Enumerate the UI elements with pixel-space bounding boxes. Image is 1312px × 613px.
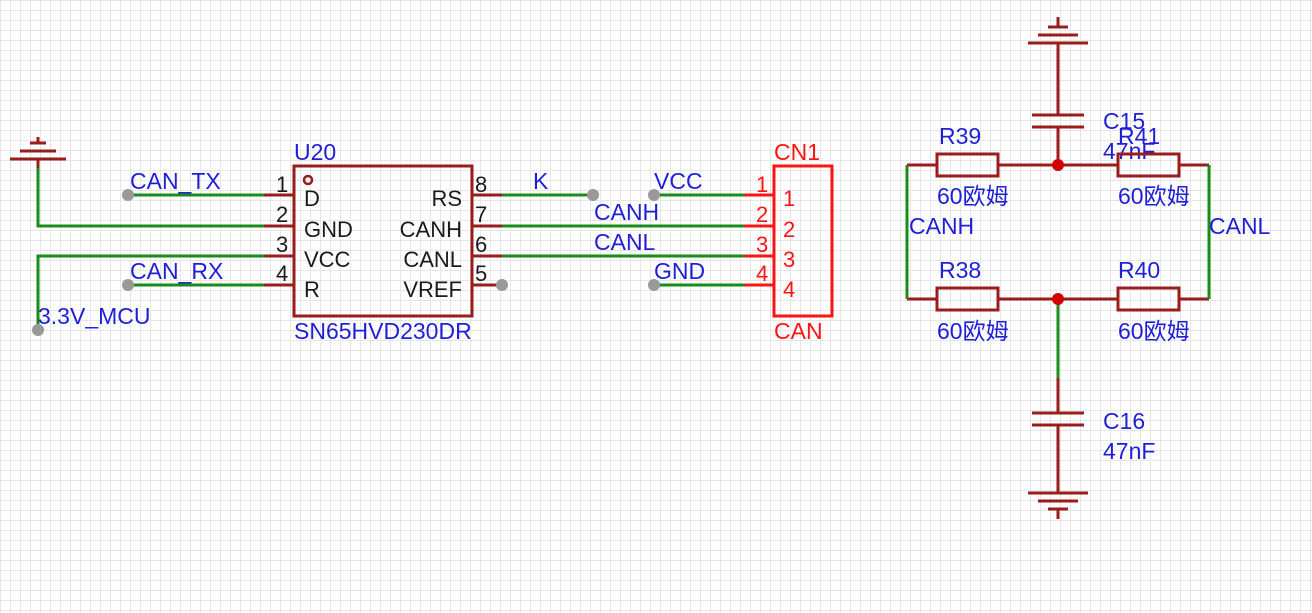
r40-value-label: 60欧姆 <box>1118 318 1190 344</box>
cn1-pin-number: 4 <box>756 261 768 286</box>
net-label-3v3-mcu: 3.3V_MCU <box>38 303 150 329</box>
net-label-canh-term: CANH <box>909 213 974 239</box>
cn1-pin-label: 3 <box>783 247 795 272</box>
u20-pin-name: CANH <box>400 217 462 242</box>
can-tx-net-dot[interactable] <box>122 189 134 201</box>
u20-pin-number: 7 <box>475 202 487 227</box>
net-label-canl-term: CANL <box>1209 213 1271 239</box>
vref-net-dot[interactable] <box>496 279 508 291</box>
cn1-pin-label: 1 <box>783 186 795 211</box>
cn1-ref-label: CN1 <box>774 139 820 165</box>
u20-pin-number: 2 <box>276 202 288 227</box>
net-label-canh: CANH <box>594 199 659 225</box>
u20-pin-number: 5 <box>475 261 487 286</box>
gnd-net-dot[interactable] <box>648 279 660 291</box>
r39-value-label: 60欧姆 <box>937 183 1009 209</box>
u20-pin-number: 6 <box>475 232 487 257</box>
c15-ref-label: C15 <box>1103 108 1145 134</box>
ground-symbol-top <box>1028 17 1088 115</box>
u20-pin-number: 1 <box>276 172 288 197</box>
net-label-gnd: GND <box>654 258 705 284</box>
junction-dot-top <box>1052 159 1064 171</box>
gnd-wire[interactable] <box>36 168 264 228</box>
u20-pin-name: VREF <box>403 277 462 302</box>
net-label-can-tx: CAN_TX <box>130 168 221 194</box>
u20-pin-name: CANL <box>403 247 462 272</box>
cn1-pin-number: 2 <box>756 202 768 227</box>
cn1-pin-label: 2 <box>783 217 795 242</box>
net-label-k: K <box>533 168 549 194</box>
u20-pin-name: GND <box>304 217 353 242</box>
u20-pin-number: 4 <box>276 261 288 286</box>
r39-ref-label: R39 <box>939 123 981 149</box>
u20-pin-name: D <box>304 186 320 211</box>
u20-pin-name: R <box>304 277 320 302</box>
v33-mcu-wire[interactable] <box>36 254 264 330</box>
k-net-dot[interactable] <box>587 189 599 201</box>
net-label-canl: CANL <box>594 229 656 255</box>
cn1-name-label: CAN <box>774 318 823 344</box>
cn1-connector[interactable] <box>744 164 834 318</box>
cn1-pin-number: 3 <box>756 232 768 257</box>
net-label-can-rx: CAN_RX <box>130 258 223 284</box>
resistor-r38[interactable] <box>935 286 1000 312</box>
c16-value-label: 47nF <box>1103 438 1155 464</box>
pin1-marker <box>302 174 314 186</box>
vcc-net-dot[interactable] <box>648 189 660 201</box>
u20-pin-number: 8 <box>475 172 487 197</box>
resistor-r39[interactable] <box>935 152 1000 178</box>
can-rx-net-dot[interactable] <box>122 279 134 291</box>
c15-value-label: 47nF <box>1103 138 1155 164</box>
u20-ref-label: U20 <box>294 139 336 165</box>
r40-ref-label: R40 <box>1118 257 1160 283</box>
c16-ref-label: C16 <box>1103 408 1145 434</box>
cn1-pin-number: 1 <box>756 172 768 197</box>
resistor-r41[interactable] <box>1116 152 1181 178</box>
junction-dot-bottom <box>1052 293 1064 305</box>
r38-value-label: 60欧姆 <box>937 318 1009 344</box>
capacitor-c15[interactable] <box>1032 113 1084 165</box>
ground-symbol-bottom <box>1028 491 1088 519</box>
ground-symbol-left <box>10 137 66 168</box>
capacitor-c16[interactable] <box>1032 378 1084 493</box>
u20-part-label: SN65HVD230DR <box>294 318 472 344</box>
cn1-pin-label: 4 <box>783 277 795 302</box>
r38-ref-label: R38 <box>939 257 981 283</box>
v33-mcu-net-dot[interactable] <box>32 324 44 336</box>
resistor-r40[interactable] <box>1116 286 1181 312</box>
u20-pin-name: RS <box>431 186 462 211</box>
r41-ref-label: R41 <box>1118 123 1160 149</box>
r41-value-label: 60欧姆 <box>1118 183 1190 209</box>
u20-component[interactable] <box>264 164 502 318</box>
u20-pin-number: 3 <box>276 232 288 257</box>
u20-pin-name: VCC <box>304 247 351 272</box>
net-label-vcc: VCC <box>654 168 703 194</box>
